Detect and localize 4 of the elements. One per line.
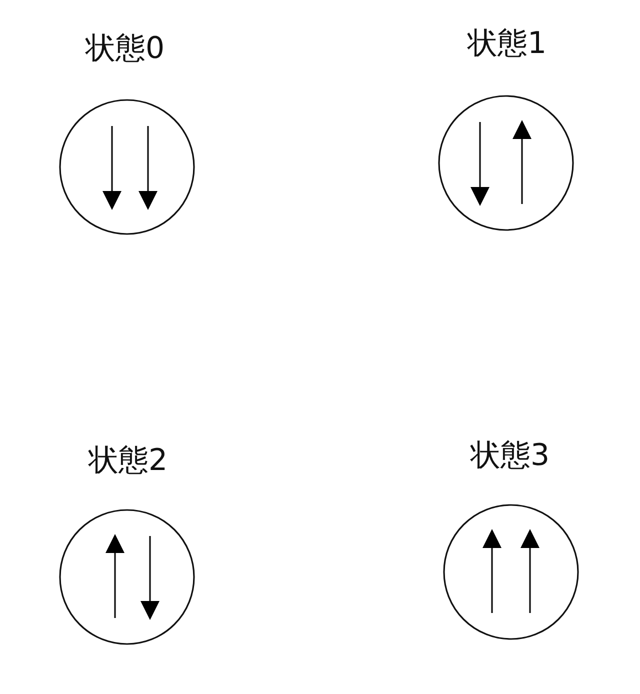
state-label: 状態1 xyxy=(467,25,547,63)
state-label: 状態2 xyxy=(88,442,168,480)
state-label: 状態3 xyxy=(470,437,550,475)
state-label: 状態0 xyxy=(85,30,165,68)
